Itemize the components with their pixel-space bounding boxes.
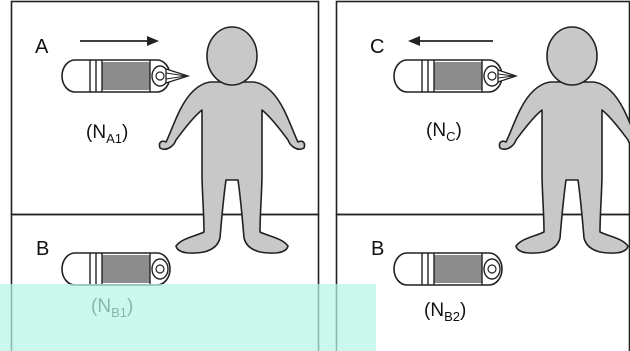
cylindrical-detector-icon bbox=[393, 59, 519, 93]
count-label-a1: (NA1) bbox=[86, 122, 128, 146]
count-label-c: (NC) bbox=[426, 120, 462, 144]
panel-a-letter: A bbox=[35, 36, 49, 58]
panel-b1-letter: B bbox=[36, 238, 49, 260]
panel-b2-letter: B bbox=[371, 238, 384, 260]
person-silhouette-icon bbox=[158, 26, 306, 254]
cylindrical-detector-icon bbox=[393, 252, 503, 286]
direction-arrow-icon bbox=[408, 36, 493, 46]
cylindrical-detector-icon bbox=[61, 252, 171, 286]
count-label-b2: (NB2) bbox=[424, 300, 466, 324]
panel-c-letter: C bbox=[370, 36, 384, 58]
cylindrical-detector-icon bbox=[61, 59, 191, 93]
person-silhouette-icon bbox=[498, 26, 630, 254]
highlight-overlay bbox=[0, 284, 376, 351]
direction-arrow-icon bbox=[80, 36, 159, 46]
